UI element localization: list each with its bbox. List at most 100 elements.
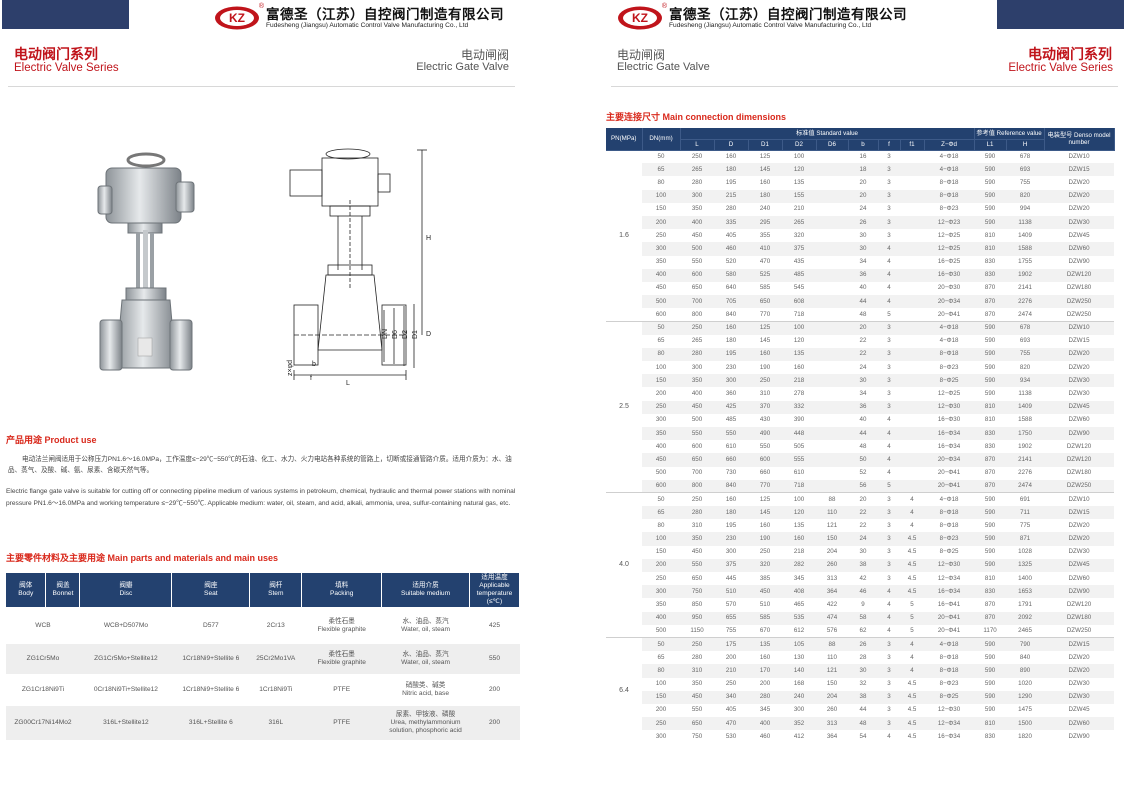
table-cell: DZW10 <box>1044 320 1115 335</box>
table-cell: 38 <box>848 690 878 704</box>
table-cell: 54 <box>859 732 867 740</box>
table-cell: 994 <box>1019 205 1031 213</box>
table-cell: 300 <box>680 189 714 203</box>
table-cell: 600 <box>680 268 714 282</box>
table-cell: 50 <box>642 492 680 507</box>
cell-text: PTFE <box>333 719 351 726</box>
table-cell: 265 <box>691 337 703 345</box>
table-cell: 195 <box>714 347 748 361</box>
table-cell: 56 <box>848 479 878 493</box>
table-cell: 352 <box>782 717 816 731</box>
table-cell: 200 <box>642 215 680 230</box>
table-cell: 810 <box>984 416 996 424</box>
table-cell: 1020 <box>1018 680 1032 688</box>
table-cell: 280 <box>725 205 737 213</box>
table-cell: 3 <box>887 574 891 582</box>
table-cell: 640 <box>725 284 737 292</box>
table-cell: 175 <box>714 637 748 652</box>
table-cell: 200 <box>642 558 680 572</box>
table-cell: 375 <box>714 558 748 572</box>
table-cell: 120 <box>782 163 816 177</box>
header-divider <box>611 86 1118 87</box>
cell-text: 425 <box>488 621 500 629</box>
table-cell: 450 <box>642 453 680 467</box>
table-cell: 160 <box>793 363 805 371</box>
table-cell: 8−Φ18 <box>924 664 975 678</box>
table-cell: 750 <box>680 585 714 599</box>
parts-col-head-en: Packing <box>329 590 354 597</box>
table-cell: 730 <box>725 469 737 477</box>
table-cell: 4 <box>878 268 900 282</box>
table-cell: 4.5 <box>900 558 924 572</box>
table-cell: 830 <box>984 258 996 266</box>
table-cell: DZW120 <box>1044 268 1115 282</box>
table-cell: 250 <box>748 374 782 388</box>
table-cell: 590 <box>984 178 996 186</box>
table-cell: 105 <box>782 637 816 652</box>
table-cell: 5 <box>887 310 891 318</box>
table-cell: DZW120 <box>1066 442 1092 450</box>
table-cell <box>900 256 924 269</box>
table-cell <box>900 203 924 216</box>
cell-text: ZG00Cr17Ni14Mo2 <box>14 719 72 726</box>
table-cell: 600 <box>691 442 703 450</box>
table-cell: 585 <box>748 611 782 625</box>
table-cell: 830 <box>984 442 996 450</box>
table-cell: 20−Φ30 <box>937 284 961 292</box>
table-cell: 510 <box>759 600 771 608</box>
label-D6: D6 <box>392 330 399 339</box>
table-cell: DZW45 <box>1068 706 1090 714</box>
table-cell <box>900 163 924 177</box>
valve-title-en: Electric Gate Valve <box>617 61 710 73</box>
table-cell: 550 <box>691 258 703 266</box>
table-cell: 335 <box>714 215 748 230</box>
table-cell: 180 <box>714 163 748 177</box>
table-cell: DZW20 <box>1044 347 1115 361</box>
table-cell: 350 <box>655 600 667 608</box>
table-cell: 500 <box>642 295 680 309</box>
table-cell <box>900 268 924 282</box>
table-cell: 660 <box>714 453 748 467</box>
col-head-pn: PN(MPa) <box>606 128 643 151</box>
table-cell: 3 <box>878 215 900 230</box>
table-cell: 3 <box>878 532 900 546</box>
table-cell: 355 <box>759 231 771 239</box>
valve-title-cn: 电动闸阀 <box>460 48 509 62</box>
table-cell: 570 <box>725 600 737 608</box>
table-cell: 4.5 <box>900 532 924 546</box>
table-cell <box>816 229 848 242</box>
cell-text: Urea, methylammonium solution, phosphori… <box>389 719 462 734</box>
table-cell: 3 <box>878 506 900 520</box>
registered-mark: ® <box>258 3 264 10</box>
table-cell: 300 <box>691 363 703 371</box>
table-cell: 350 <box>691 205 703 213</box>
table-cell: 16−Φ30 <box>924 268 975 282</box>
table-cell: 20−Φ41 <box>924 479 975 493</box>
table-cell: 230 <box>725 363 737 371</box>
table-cell: 870 <box>984 310 996 318</box>
table-cell <box>816 256 848 269</box>
table-cell: DZW30 <box>1068 680 1090 688</box>
table-cell: 840 <box>1019 653 1031 661</box>
col-head-reference: 参考值 Reference value <box>974 128 1045 140</box>
table-cell <box>816 149 848 164</box>
table-cell: 3 <box>887 680 891 688</box>
table-cell <box>900 320 924 335</box>
table-cell: 1750 <box>1006 426 1045 441</box>
cell-text: 316L+Stellite 6 <box>188 719 233 726</box>
table-cell: 150 <box>655 205 667 213</box>
table-cell: 500 <box>691 416 703 424</box>
table-cell: 218 <box>782 374 816 388</box>
table-cell: 485 <box>725 416 737 424</box>
table-cell: 705 <box>714 295 748 309</box>
table-cell: 16−Φ34 <box>937 732 961 740</box>
table-cell: 345 <box>793 574 805 582</box>
